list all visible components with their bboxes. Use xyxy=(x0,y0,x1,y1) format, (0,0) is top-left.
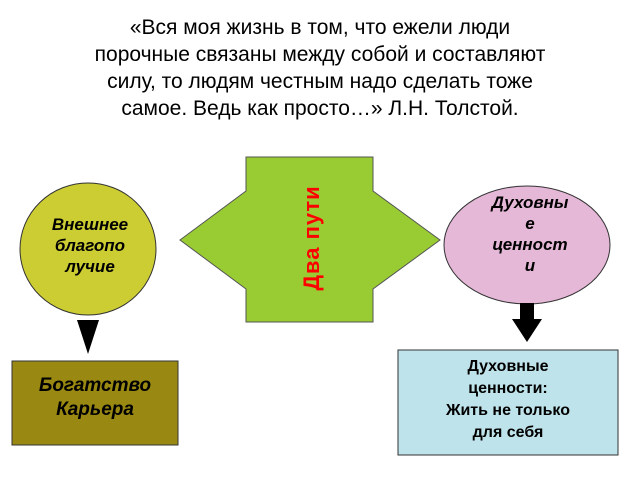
right-box-label: Духовные ценности: Жить не только для се… xyxy=(446,358,570,441)
double-arrow-shape xyxy=(179,156,441,323)
right-box xyxy=(397,349,619,456)
quote-text: «Вся моя жизнь в том, что ежели люди пор… xyxy=(94,16,546,120)
left-box-label: Богатство Карьера xyxy=(38,375,152,420)
left-down-arrow-icon xyxy=(77,320,99,354)
left-box xyxy=(11,360,179,446)
center-label: Два пути xyxy=(299,185,324,291)
right-circle-label: Духовны е ценност и xyxy=(491,193,569,275)
left-circle xyxy=(19,182,157,316)
right-down-arrow-stem xyxy=(520,303,534,319)
right-down-arrow-icon xyxy=(512,319,542,342)
left-circle-label: Внешнее благопо лучие xyxy=(51,215,129,276)
